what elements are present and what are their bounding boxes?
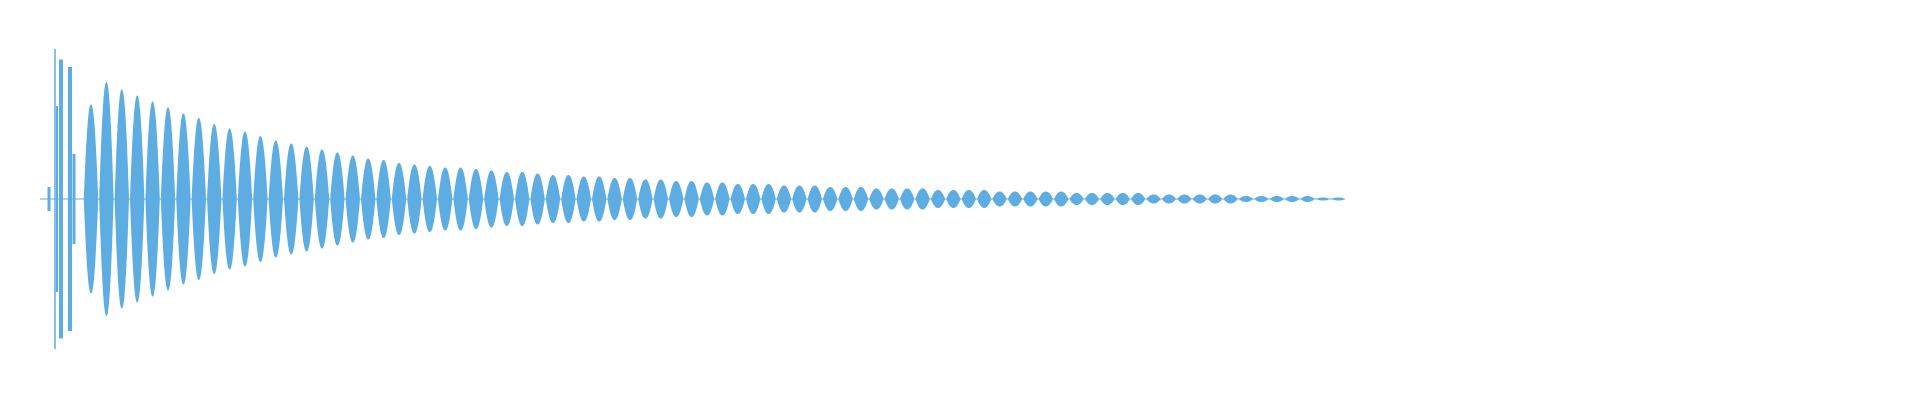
waveform-lobe (515, 172, 530, 226)
waveform-lobe (222, 128, 237, 270)
waveform-lobe (407, 164, 422, 234)
waveform-lobe (468, 169, 484, 229)
waveform-lobe (1038, 191, 1053, 207)
waveform-lobe (1146, 194, 1161, 204)
waveform-lobe (853, 187, 869, 211)
waveform-lobe (1254, 196, 1269, 202)
waveform-lobe (946, 190, 961, 208)
waveform-lobe (1131, 193, 1146, 205)
waveform-burst-spike (68, 67, 72, 331)
waveform-lobe (484, 170, 499, 228)
waveform-lobe (684, 181, 699, 217)
waveform-lobe (699, 182, 715, 216)
waveform-lobe (1023, 191, 1038, 207)
waveform-lobe (545, 175, 561, 223)
waveform-lobe (592, 176, 607, 222)
waveform-lobe (99, 82, 114, 316)
waveform-lobe (114, 89, 129, 309)
waveform-lobe (977, 190, 992, 208)
waveform-lobe (438, 167, 453, 231)
waveform-lobe (191, 118, 206, 280)
waveform-marks (47, 49, 1346, 349)
waveform-lobe (776, 185, 792, 213)
waveform-burst-spike (54, 49, 56, 349)
waveform-burst-spike (47, 187, 51, 211)
waveform-lobe (130, 95, 145, 303)
waveform-lobe (992, 191, 1007, 207)
waveform-lobe (961, 190, 976, 208)
waveform-lobe (422, 166, 437, 232)
waveform-lobe (1084, 193, 1100, 205)
waveform-lobe (807, 185, 822, 213)
waveform-lobe (1269, 196, 1284, 202)
waveform-lobe (638, 179, 653, 219)
waveform-lobe (869, 188, 884, 210)
waveform-lobe (361, 158, 376, 240)
waveform-lobe (823, 187, 838, 211)
waveform-lobe (391, 163, 407, 235)
waveform-lobe (253, 136, 268, 262)
waveform-lobe (1208, 194, 1223, 204)
waveform-lobe (761, 184, 776, 214)
waveform-lobe (237, 131, 253, 267)
waveform-lobe (160, 107, 176, 291)
waveform-lobe (1069, 193, 1084, 205)
waveform-lobe (653, 179, 668, 219)
waveform-lobe (453, 167, 468, 231)
waveform-lobe (1100, 193, 1115, 205)
waveform-lobe (345, 155, 360, 243)
waveform-lobe (1054, 191, 1069, 207)
waveform-lobe (622, 178, 638, 220)
waveform-lobe (1223, 194, 1238, 204)
waveform-lobe (1007, 191, 1023, 207)
waveform-burst-spike (59, 59, 63, 339)
waveform-lobe (576, 176, 591, 222)
waveform-lobe (915, 188, 930, 210)
waveform-lobe (145, 101, 160, 297)
waveform-lobe (1161, 194, 1177, 204)
waveform-lobe (607, 178, 622, 220)
waveform-lobe (715, 182, 730, 216)
waveform-lobe (530, 173, 545, 225)
waveform-lobe (930, 190, 946, 208)
waveform-burst-spike (56, 106, 58, 292)
waveform-lobe (83, 104, 99, 294)
waveform-lobe (730, 184, 745, 214)
waveform-lobe (499, 172, 514, 226)
waveform-lobe (1285, 196, 1300, 202)
waveform-lobe (838, 187, 853, 211)
waveform-lobe (330, 152, 345, 246)
waveform-lobe (1300, 196, 1315, 202)
waveform-lobe (299, 146, 314, 252)
waveform-lobe (561, 175, 576, 223)
waveform-lobe (376, 160, 391, 238)
waveform-lobe (884, 188, 899, 210)
waveform-lobe (1192, 194, 1207, 204)
waveform-lobe (1238, 196, 1254, 202)
waveform-lobe (268, 140, 283, 258)
waveform-lobe (207, 124, 222, 274)
waveform-lobe (746, 184, 761, 214)
waveform-lobe (314, 149, 330, 249)
waveform-lobe (900, 188, 915, 210)
waveform-lobe (176, 113, 191, 285)
waveform-lobe (1115, 193, 1130, 205)
waveform-lobe (792, 185, 807, 213)
waveform-lobe (1331, 197, 1346, 201)
waveform-lobe (1315, 197, 1331, 201)
waveform-lobe (284, 143, 299, 255)
waveform-burst-spike (72, 154, 76, 244)
waveform-lobe (669, 181, 684, 217)
waveform-lobe (1177, 194, 1192, 204)
